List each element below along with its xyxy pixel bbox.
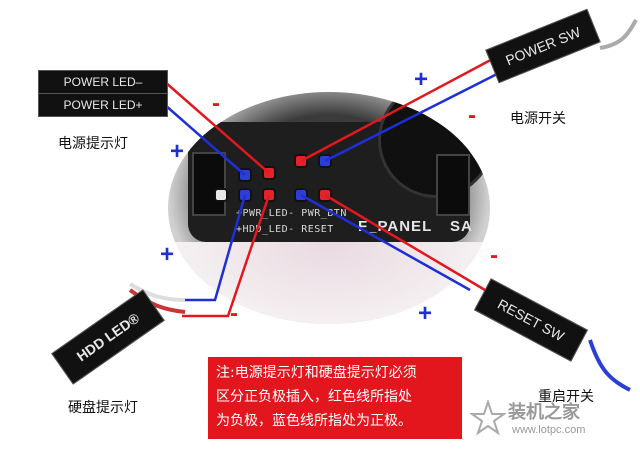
sign-power-sw-negative: -	[468, 102, 476, 129]
right-header-slot	[436, 154, 470, 216]
wire-power-led-positive	[164, 104, 246, 176]
wire-power-sw-red	[300, 53, 501, 163]
silk-hdd-led-label: +HDD_LED- RESET	[236, 224, 334, 235]
polarity-note: 注:电源提示灯和硬盘提示灯必须 区分正负极插入，红色线所指处 为负极，蓝色线所指…	[208, 357, 462, 439]
sign-hdd-led-positive: +	[160, 241, 175, 268]
silk-pwr-led-label: +PWR_LED- PWR_BTN	[236, 208, 347, 219]
f-panel-label: F_PANEL	[358, 218, 433, 235]
wire-reset-red	[324, 193, 486, 292]
watermark-name: 装机之家	[508, 402, 580, 423]
power-led-plus-connector: POWER LED+	[38, 93, 168, 117]
wire-hdd-led-red	[182, 194, 271, 318]
sign-power-led-negative: -	[212, 90, 220, 117]
power-led-minus-connector: POWER LED–	[38, 70, 168, 94]
wire-power-sw-blue	[324, 68, 506, 163]
star-logo-icon	[470, 400, 506, 436]
wire-hdd-led-blue	[178, 194, 247, 302]
label-power-indicator: 电源提示灯	[58, 136, 128, 152]
note-line-3: 为负极，蓝色线所指处为正极。	[216, 413, 412, 429]
sign-hdd-led-negative: -	[230, 300, 238, 327]
power-sw-cable	[599, 18, 638, 50]
hdd-led-cable-white	[128, 282, 186, 302]
wire-power-led-negative	[164, 81, 270, 174]
label-power-switch: 电源开关	[510, 111, 566, 127]
sign-power-sw-positive: +	[414, 66, 429, 93]
pin-unused	[216, 190, 226, 200]
sign-power-led-positive: +	[170, 138, 185, 165]
watermark-logo: 装机之家 www.lotpc.com	[468, 396, 638, 446]
sign-reset-negative: -	[490, 242, 498, 269]
sign-reset-positive: +	[418, 300, 433, 327]
reset-sw-cable-blue	[588, 339, 631, 392]
wire-reset-blue	[300, 193, 471, 292]
motherboard-photo: +PWR_LED- PWR_BTN +HDD_LED- RESET F_PANE…	[168, 92, 490, 324]
watermark-url: www.lotpc.com	[512, 424, 586, 436]
packing-foam	[168, 242, 490, 324]
label-hdd-indicator: 硬盘提示灯	[68, 400, 138, 416]
note-line-1: 注:电源提示灯和硬盘提示灯必须	[216, 365, 417, 381]
label-reset-switch: 重启开关	[538, 389, 594, 405]
left-header-slot	[192, 152, 226, 216]
note-line-2: 区分正负极插入，红色线所指处	[216, 389, 412, 405]
board-brand-fragment: SA	[450, 218, 473, 235]
